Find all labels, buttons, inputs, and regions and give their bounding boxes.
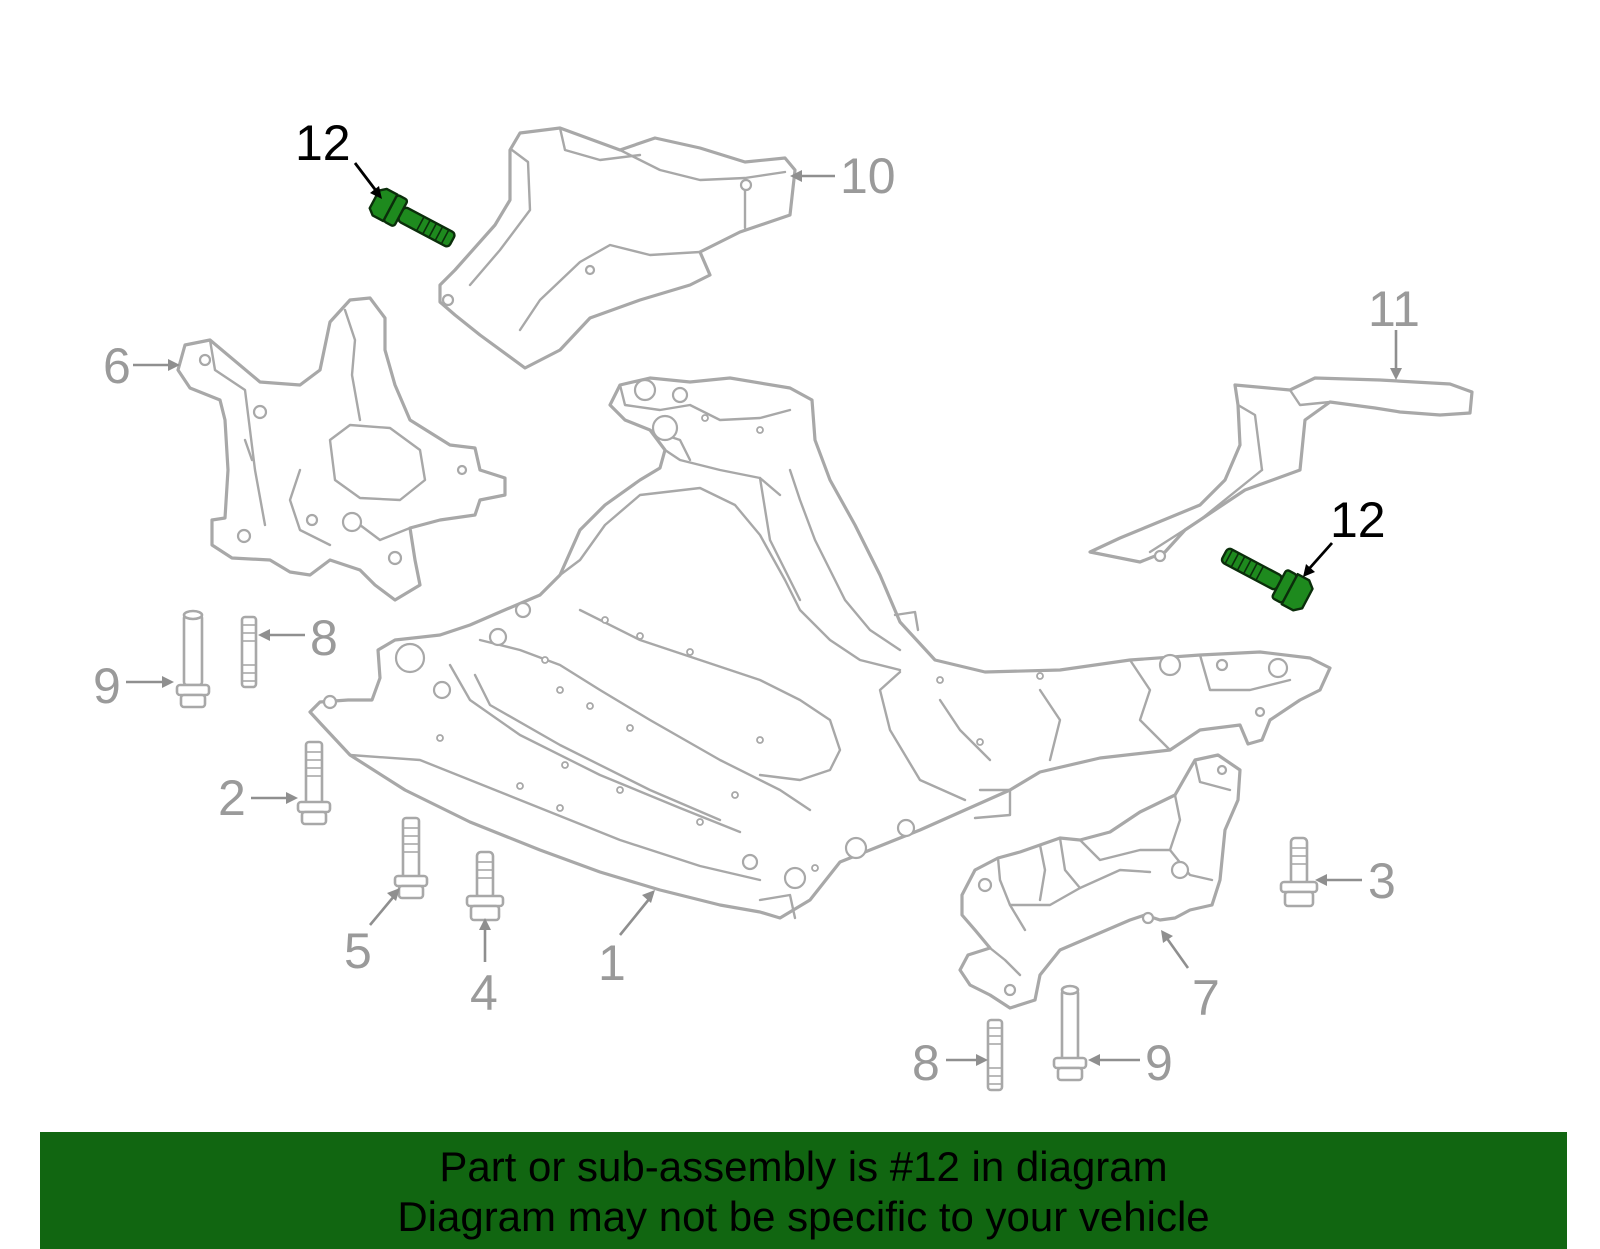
part-4-bolt[interactable] bbox=[465, 850, 505, 922]
callout-4: 4 bbox=[470, 965, 498, 1021]
part-6-bracket[interactable] bbox=[176, 296, 507, 602]
callout-9-right: 9 bbox=[1145, 1035, 1173, 1091]
part-1-subframe[interactable] bbox=[308, 376, 1332, 920]
callout-3: 3 bbox=[1368, 853, 1396, 909]
callout-7: 7 bbox=[1192, 970, 1220, 1026]
part-3-bolt[interactable] bbox=[1279, 836, 1319, 908]
callout-11: 11 bbox=[1368, 281, 1420, 337]
part-9-bolt-right[interactable] bbox=[1052, 984, 1088, 1082]
callout-12-upper: 12 bbox=[295, 115, 351, 171]
part-12-bolt-lower[interactable] bbox=[1216, 539, 1315, 613]
part-8-stud-right[interactable] bbox=[986, 1018, 1004, 1092]
callout-8-left: 8 bbox=[310, 610, 338, 666]
callout-5: 5 bbox=[344, 923, 372, 979]
part-9-bolt-left[interactable] bbox=[175, 609, 211, 709]
callout-1: 1 bbox=[598, 935, 626, 991]
leader-lines bbox=[126, 162, 1402, 1066]
info-banner: Part or sub-assembly is #12 in diagram D… bbox=[40, 1132, 1567, 1249]
callout-labels: 1 2 3 4 5 6 7 8 8 9 9 10 11 12 12 bbox=[93, 115, 1420, 1091]
banner-line-2: Diagram may not be specific to your vehi… bbox=[397, 1193, 1210, 1240]
banner-line-1: Part or sub-assembly is #12 in diagram bbox=[439, 1143, 1168, 1190]
part-10-shield[interactable] bbox=[438, 126, 797, 370]
callout-2: 2 bbox=[218, 770, 246, 826]
callout-10: 10 bbox=[840, 148, 896, 204]
callout-8-right: 8 bbox=[912, 1035, 940, 1091]
part-2-bolt[interactable] bbox=[296, 740, 332, 826]
part-7-mount-bracket[interactable] bbox=[958, 753, 1242, 1010]
part-11-bracket[interactable] bbox=[1088, 376, 1474, 564]
callout-6: 6 bbox=[103, 338, 131, 394]
part-12-bolt-upper[interactable] bbox=[367, 186, 459, 254]
callout-12-lower: 12 bbox=[1330, 492, 1386, 548]
part-8-stud-left[interactable] bbox=[240, 615, 258, 689]
callout-9-left: 9 bbox=[93, 658, 121, 714]
part-5-bolt[interactable] bbox=[393, 816, 429, 900]
